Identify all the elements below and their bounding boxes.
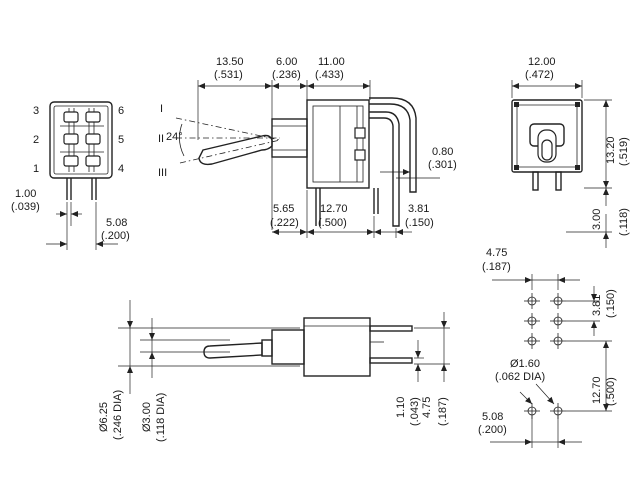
dim-value: (.062 DIA) [495,371,545,383]
dim-value: (.187) [437,397,449,426]
dim-value: (.118) [618,208,630,236]
dim-value: Ø1.60 [510,358,540,370]
dim-value: 12.70 [591,376,603,404]
pin-label: 2 [33,134,39,146]
dim-value: (.150) [605,289,617,318]
dim-value: 0.80 [432,146,453,158]
pin-label: 4 [118,163,124,175]
pin-label: 3 [33,105,39,117]
dim-value: 13.50 [216,56,244,68]
dim-value: 12.70 [320,203,348,215]
back-view: 3 6 2 5 1 4 1.00 (.039) 5.08 (.200) [11,101,130,250]
top-view: Ø6.25 (.246 DIA) Ø3.00 (.118 DIA) 1.10 (… [98,300,450,442]
side-view: 13.50 (.531) 6.00 (.236) 11.00 (.433) I … [158,56,457,238]
position-label: III [158,167,167,179]
pcb-hole-pattern: 4.75 (.187) [478,247,617,448]
pin-label: 1 [33,163,39,175]
dim-value: 3.81 [591,295,603,316]
dim-value: (.301) [428,159,457,171]
dim-value: 12.00 [528,56,556,68]
dim-value: 3.81 [408,203,429,215]
dim-value: (.187) [482,261,511,273]
dim-value: (.531) [214,69,243,81]
pcb-hole-grid [524,293,566,419]
dim-value: 4.75 [486,247,507,259]
dim-value: 13.20 [605,136,617,164]
dim-value: 5.08 [106,217,127,229]
dim-value: 4.75 [421,397,433,418]
dim-value: (.200) [478,424,507,436]
dim-value: 1.10 [395,397,407,418]
position-label: I [160,103,163,115]
dim-value: (.500) [318,217,347,229]
dim-value: 5.65 [273,203,294,215]
dim-value: (.236) [272,69,301,81]
dim-value: 5.08 [482,411,503,423]
dim-value: (.150) [405,217,434,229]
position-label: II [158,133,164,145]
dim-value: (.039) [11,201,40,213]
dim-value: (.222) [270,217,299,229]
dim-value: 6.00 [276,56,297,68]
dim-value: (.200) [101,230,130,242]
pin-label: 5 [118,134,124,146]
pin-label: 6 [118,105,124,117]
dim-value: (.519) [618,137,630,166]
dim-value: Ø3.00 [141,402,153,432]
dim-value: (.433) [315,69,344,81]
dim-value: (.043) [409,397,421,426]
angle-label: 24° [166,131,183,143]
dim-value: (.246 DIA) [112,390,124,440]
front-view: 12.00 (.472) 13.20 (.519) 3.00 (.118) [511,56,630,248]
dim-value: 1.00 [15,188,36,200]
dim-value: 11.00 [318,56,345,68]
dim-value: (.472) [525,69,554,81]
dim-value: (.500) [605,377,617,406]
dim-value: 3.00 [591,209,603,230]
dim-value: Ø6.25 [98,402,110,432]
dim-value: (.118 DIA) [155,393,167,442]
